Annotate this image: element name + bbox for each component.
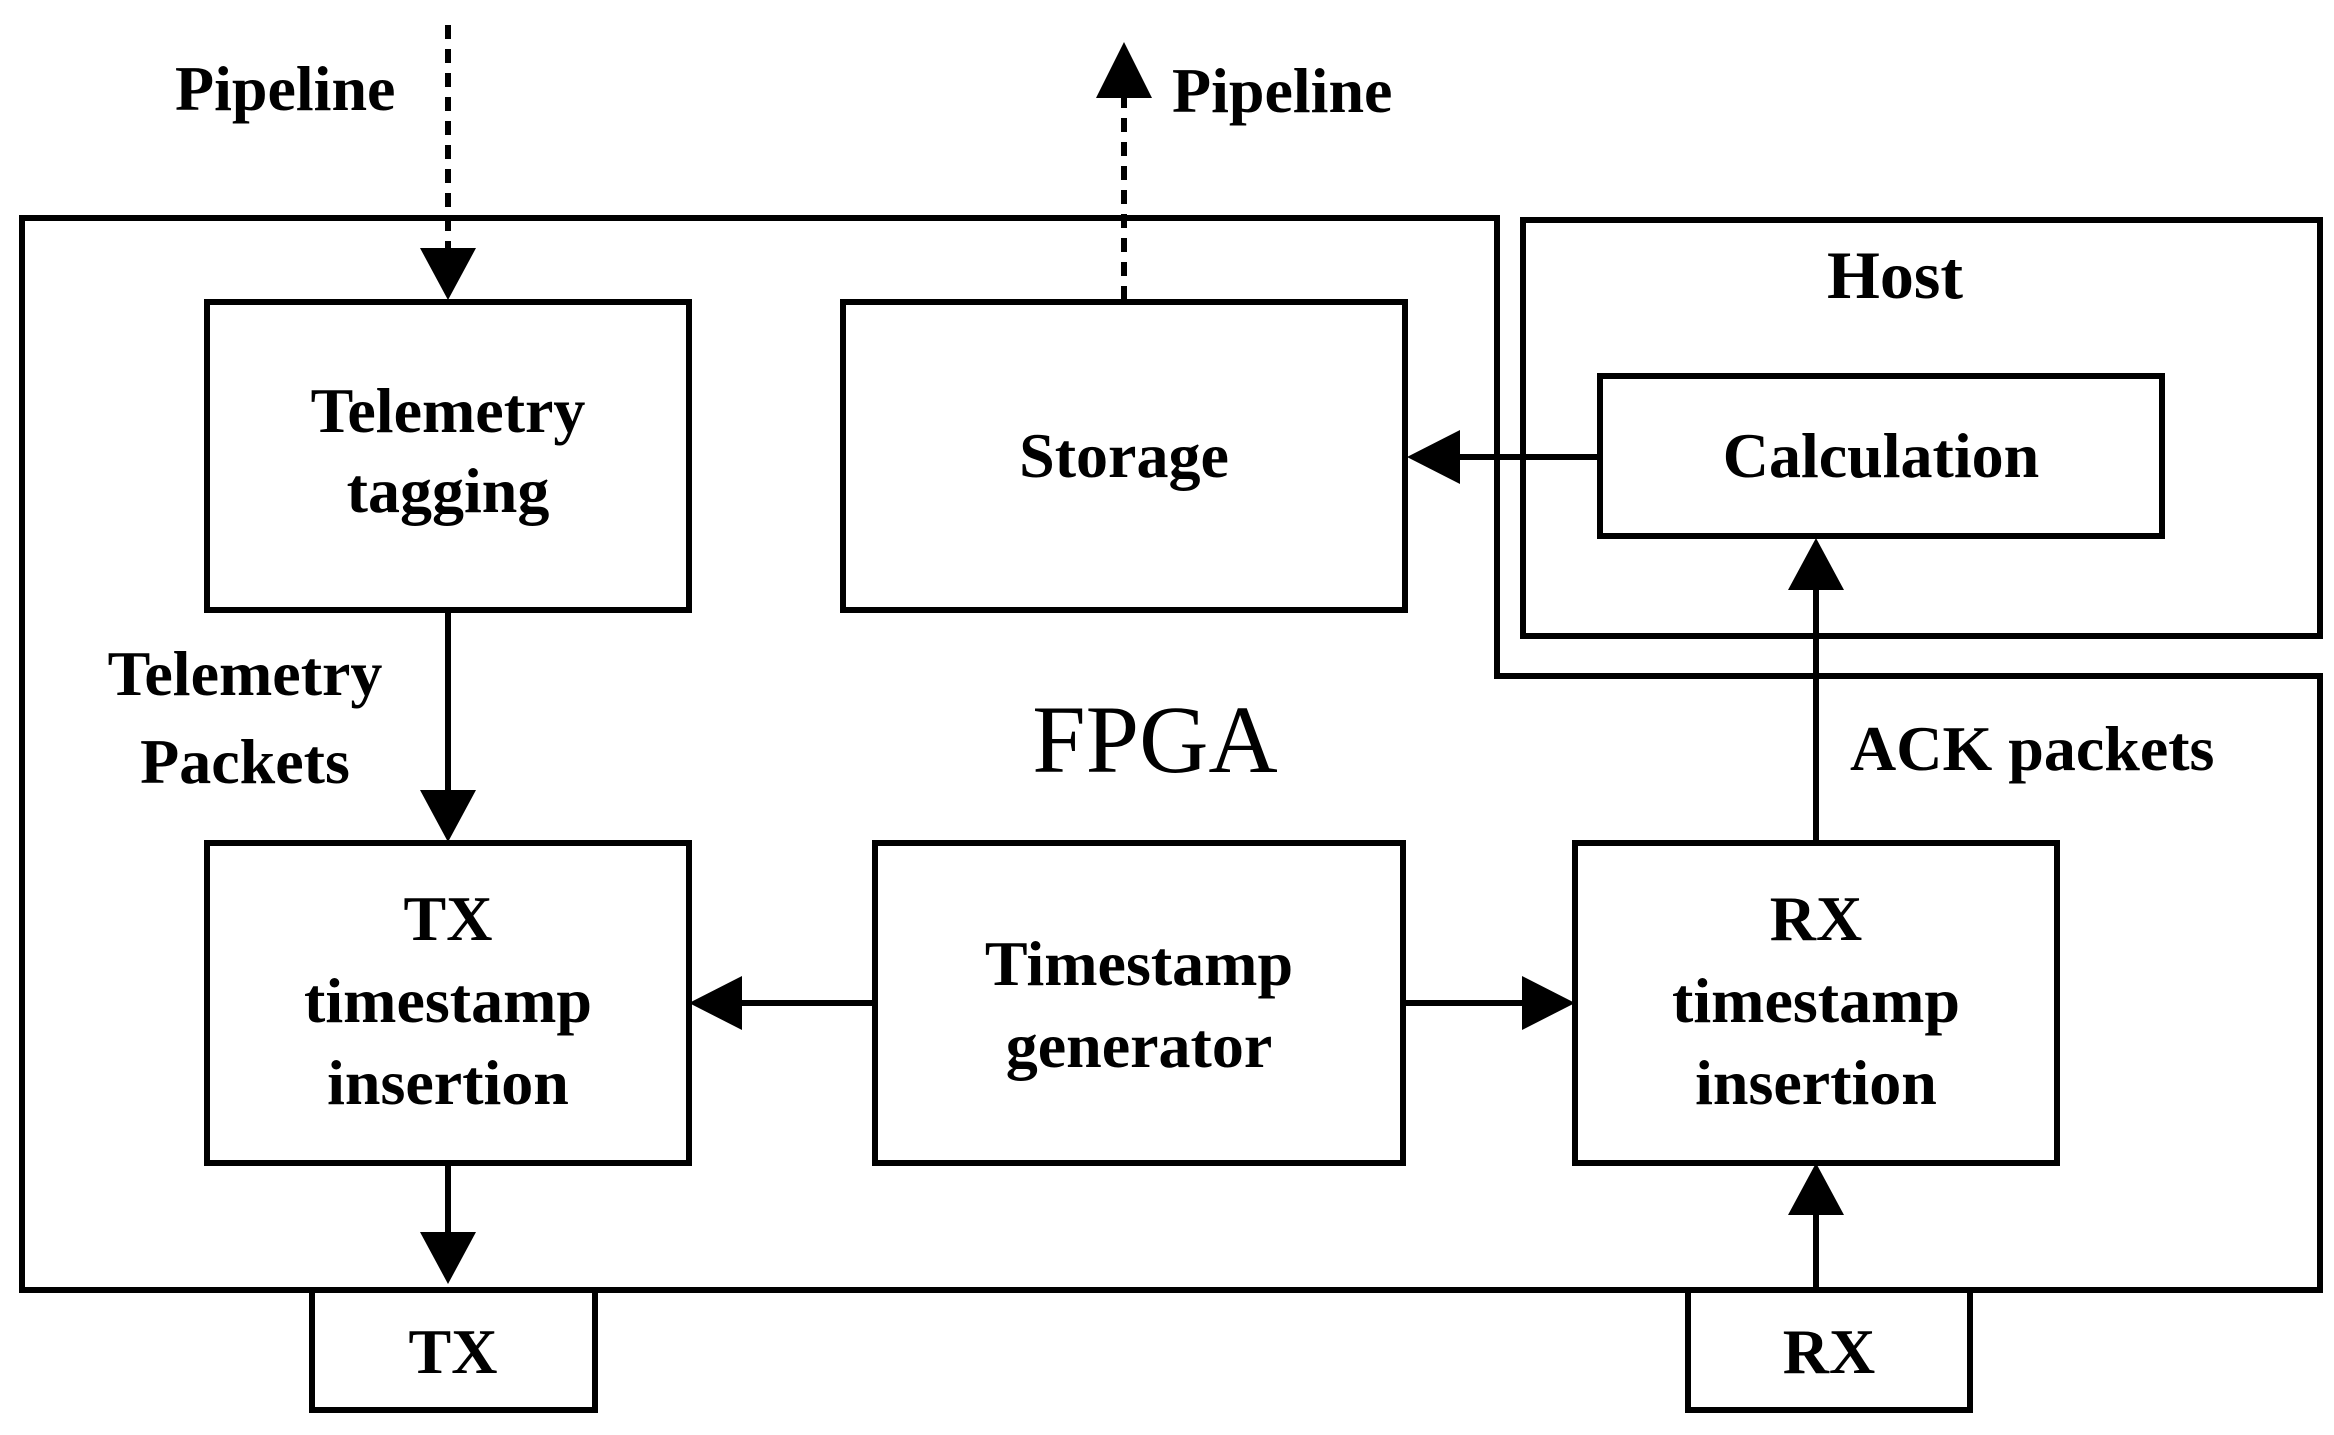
telemetry-tagging-label-2: tagging [347,455,550,526]
tx-insertion-to-port-arrowhead [420,1232,476,1284]
generator-to-rx-arrowhead [1522,976,1575,1030]
tx-timestamp-insertion-block: TX timestamp insertion [204,840,692,1166]
tx-port: TX [309,1287,598,1413]
timestamp-generator-block: Timestamp generator [872,840,1406,1166]
host-region [1520,217,2323,639]
fpga-region [19,215,2323,1293]
calculation-to-storage-arrowhead [1407,430,1460,484]
rx-timestamp-insertion-block: RX timestamp insertion [1572,840,2060,1166]
pipeline-in-arrowhead [420,248,476,300]
tx-insertion-label-3: insertion [327,1047,569,1118]
tx-insertion-label-2: timestamp [304,965,592,1036]
pipeline-out-label: Pipeline [1172,55,1392,126]
timestamp-generator-label-2: generator [1006,1010,1273,1081]
storage-block: Storage [840,299,1408,613]
rx-port: RX [1685,1287,1973,1413]
telemetry-packets-label-2: Packets [140,726,350,797]
rx-insertion-label-2: timestamp [1672,965,1960,1036]
calculation-label: Calculation [1723,420,2039,491]
fpga-label: FPGA [1032,686,1277,793]
ack-packets-arrowhead [1788,538,1844,590]
tx-insertion-label-1: TX [404,883,493,954]
telemetry-packets-arrowhead [420,790,476,842]
pipeline-in-label: Pipeline [175,53,395,124]
rx-port-to-insertion-arrowhead [1788,1163,1844,1215]
rx-port-label: RX [1783,1316,1875,1387]
calculation-block: Calculation [1597,373,2165,539]
rx-insertion-label-1: RX [1770,883,1862,954]
storage-label: Storage [1019,420,1229,491]
telemetry-tagging-block: Telemetry tagging [204,299,692,613]
ack-packets-label: ACK packets [1850,713,2214,784]
host-label: Host [1827,237,1963,313]
rx-insertion-label-3: insertion [1695,1047,1937,1118]
pipeline-out-arrowhead [1096,42,1152,98]
tx-port-label: TX [409,1316,498,1387]
telemetry-tagging-label-1: Telemetry [311,375,586,446]
telemetry-packets-label-1: Telemetry [108,638,383,709]
timestamp-generator-label-1: Timestamp [985,928,1293,999]
generator-to-tx-arrowhead [689,976,742,1030]
